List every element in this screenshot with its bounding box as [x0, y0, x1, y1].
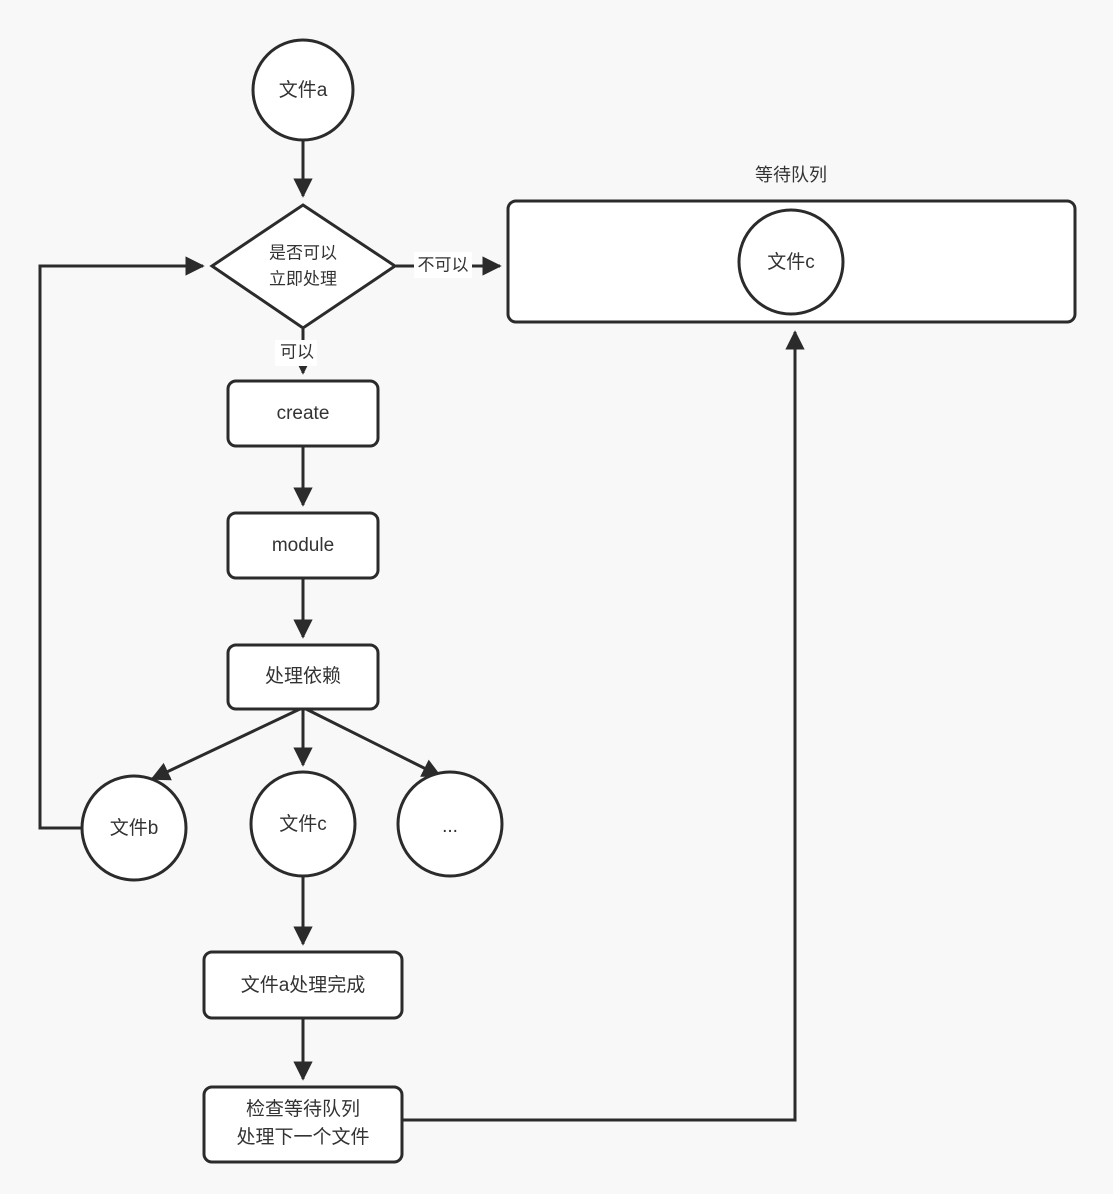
edge-check-queue-to-queue-box [403, 330, 805, 1122]
edge-label-can-text: 可以 [280, 342, 314, 361]
edge-label-can-bg [275, 340, 317, 366]
queue-group-title: 等待队列 [755, 165, 827, 185]
edge-label-can: 可以 [275, 340, 317, 366]
file-a-circle[interactable] [251, 38, 355, 142]
edge-file-b-loop-to-decision [38, 256, 205, 830]
file-a-label: 文件a [279, 79, 328, 101]
decision-label-line2: 立即处理 [269, 269, 337, 288]
handle-deps-label: 处理依赖 [265, 665, 341, 687]
file-b-label: 文件b [110, 817, 159, 839]
check-queue-rect[interactable] [202, 1085, 404, 1164]
node-file-more[interactable]: ... [396, 770, 504, 878]
node-check-queue[interactable]: 检查等待队列 处理下一个文件 [202, 1085, 404, 1164]
file-a-done-label: 文件a处理完成 [241, 974, 366, 996]
queue-file-c-label: 文件c [767, 251, 815, 273]
node-file-a[interactable]: 文件a [251, 38, 355, 142]
file-more-circle[interactable] [396, 770, 504, 878]
handle-deps-rect[interactable] [226, 643, 380, 711]
edge-label-cannot: 不可以 [414, 252, 472, 278]
node-file-b[interactable]: 文件b [80, 774, 188, 882]
file-a-done-rect[interactable] [202, 950, 404, 1020]
file-c-circle[interactable] [249, 770, 357, 878]
edge-handle-deps-to-file-b [150, 707, 301, 781]
file-c-label: 文件c [279, 813, 327, 835]
node-decision[interactable]: 是否可以 立即处理 [209, 203, 398, 330]
module-rect[interactable] [226, 511, 380, 580]
check-queue-label-line1: 检查等待队列 [246, 1098, 360, 1120]
node-queue-box[interactable]: 文件c [506, 199, 1077, 324]
create-rect[interactable] [226, 379, 380, 448]
decision-label-line1: 是否可以 [269, 243, 337, 262]
node-module[interactable]: module [226, 511, 380, 580]
check-queue-label-line2: 处理下一个文件 [236, 1126, 369, 1148]
node-file-a-done[interactable]: 文件a处理完成 [202, 950, 404, 1020]
decision-diamond[interactable] [209, 203, 398, 330]
create-label: create [277, 403, 330, 424]
node-file-c[interactable]: 文件c [249, 770, 357, 878]
node-create[interactable]: create [226, 379, 380, 448]
file-b-circle[interactable] [80, 774, 188, 882]
edge-handle-deps-to-file-more [305, 707, 442, 778]
edge-label-cannot-bg [414, 252, 472, 278]
edge-label-cannot-text: 不可以 [418, 255, 469, 274]
queue-file-c-circle[interactable] [737, 208, 845, 316]
file-more-label: ... [442, 816, 458, 837]
node-handle-deps[interactable]: 处理依赖 [226, 643, 380, 711]
module-label: module [272, 535, 334, 556]
